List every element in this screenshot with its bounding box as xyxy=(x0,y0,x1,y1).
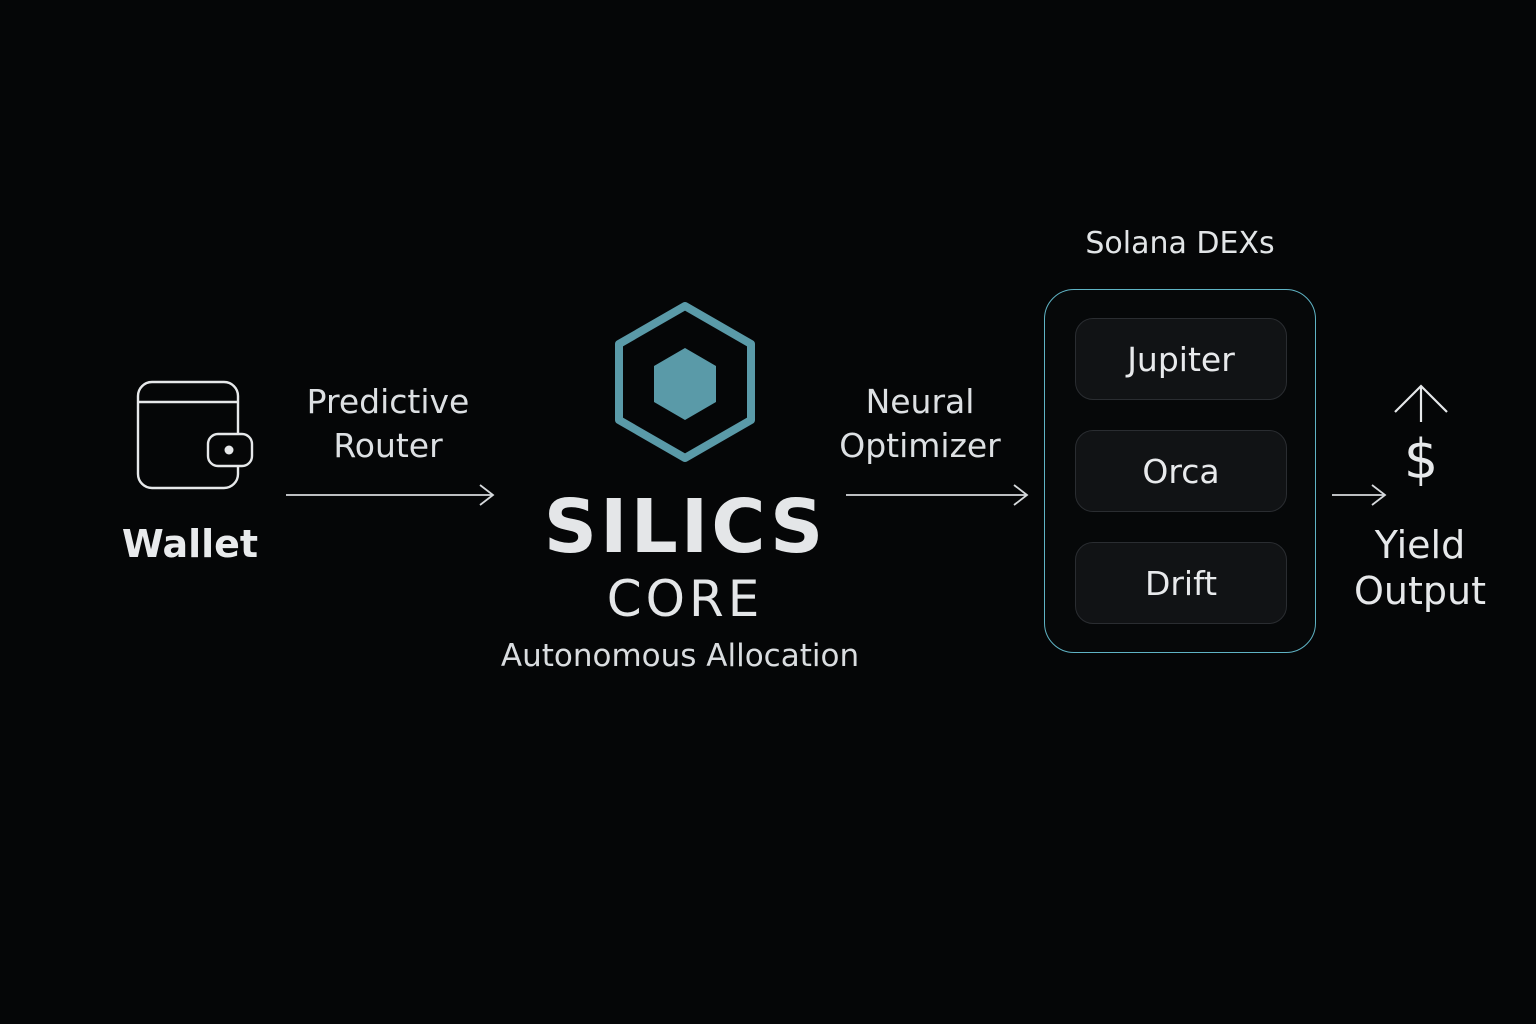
dollar-symbol: $ xyxy=(1404,428,1438,491)
router-label-line2: Router xyxy=(333,426,443,465)
arrow-dexes-to-yield xyxy=(1332,484,1387,506)
yield-label-line1: Yield xyxy=(1374,523,1466,567)
optimizer-label: Neural Optimizer xyxy=(820,380,1020,468)
dex-item-jupiter: Jupiter xyxy=(1075,318,1287,400)
wallet-label: Wallet xyxy=(121,522,259,566)
hexagon-icon xyxy=(615,302,755,462)
router-label-line1: Predictive xyxy=(306,382,470,421)
optimizer-label-line1: Neural xyxy=(865,382,975,421)
core-subtitle: CORE xyxy=(606,570,764,628)
router-label: Predictive Router xyxy=(288,380,488,468)
optimizer-label-line2: Optimizer xyxy=(839,426,1001,465)
dex-heading: Solana DEXs xyxy=(1085,226,1275,261)
arrow-core-to-dexes xyxy=(846,484,1029,506)
dex-panel: Jupiter Orca Drift xyxy=(1044,289,1316,653)
wallet-icon xyxy=(136,380,254,490)
yield-label: Yield Output xyxy=(1340,522,1500,614)
arrow-wallet-to-core xyxy=(286,484,495,506)
yield-label-line2: Output xyxy=(1354,569,1486,613)
core-caption: Autonomous Allocation xyxy=(500,638,860,674)
core-title: SILICS xyxy=(543,484,827,570)
dex-item-orca: Orca xyxy=(1075,430,1287,512)
dollar-up-icon: $ xyxy=(1394,384,1448,491)
dex-item-drift: Drift xyxy=(1075,542,1287,624)
